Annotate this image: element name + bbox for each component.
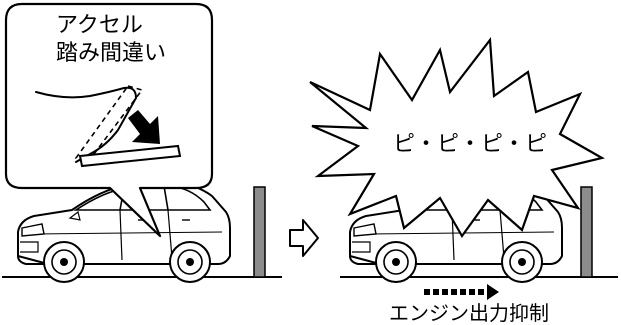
- dashed-arrow-icon: [424, 284, 499, 300]
- right-arrow-icon: [290, 220, 318, 256]
- callout-line2: 踏み間違い: [56, 41, 166, 66]
- pillar-icon: [581, 187, 592, 277]
- pillar-icon: [254, 187, 265, 277]
- callout-line1: アクセル: [56, 13, 143, 38]
- caption-text: エンジン出力抑制: [389, 301, 549, 325]
- sound-text: ピ・ピ・ピ・ピ: [393, 132, 547, 157]
